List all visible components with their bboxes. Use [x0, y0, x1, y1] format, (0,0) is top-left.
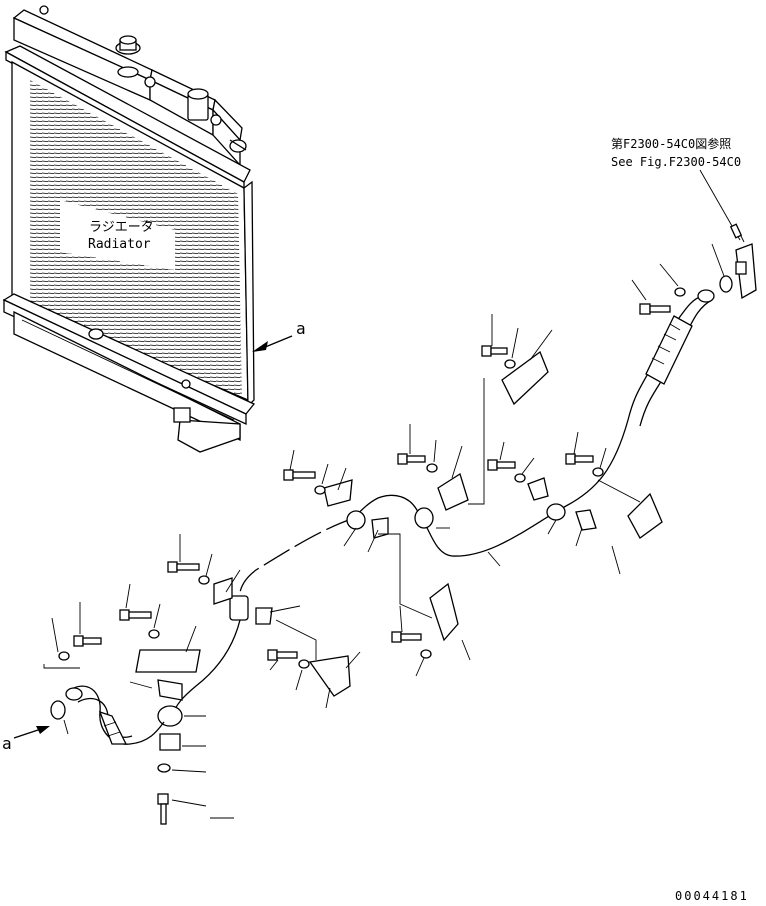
- washer-icon: [674, 287, 686, 297]
- reference-line-jp: 第F2300-54C0図参照: [611, 136, 731, 151]
- connection-arrow-a-upper: a: [252, 319, 306, 352]
- upper-outlet: [39, 5, 247, 153]
- reference-note: 第F2300-54C0図参照 See Fig.F2300-54C0: [611, 136, 741, 241]
- clamp-icon: [157, 503, 566, 727]
- hose-left: [50, 685, 165, 745]
- o-ring-icon: [50, 700, 66, 720]
- leader-lines: [43, 314, 641, 819]
- washers: [58, 359, 604, 773]
- bolt-icon: [639, 303, 671, 315]
- drawing-number: 00044181: [675, 889, 749, 903]
- hose-right: [565, 289, 715, 507]
- reference-line-en: See Fig.F2300-54C0: [611, 155, 741, 169]
- radiator: ラジエータ Radiator a: [2, 5, 306, 453]
- connection-arrow-a-lower: a: [2, 726, 50, 753]
- radiator-cap: [115, 35, 156, 88]
- radiator-label-jp: ラジエータ: [89, 220, 154, 235]
- o-ring-icon: [719, 275, 733, 293]
- connection-mark-lower: a: [2, 734, 12, 753]
- bolts: [73, 345, 594, 825]
- radiator-label-en: Radiator: [88, 237, 151, 252]
- bracket-icon: [135, 350, 663, 751]
- connector: [711, 223, 757, 300]
- connection-mark-upper: a: [296, 319, 306, 338]
